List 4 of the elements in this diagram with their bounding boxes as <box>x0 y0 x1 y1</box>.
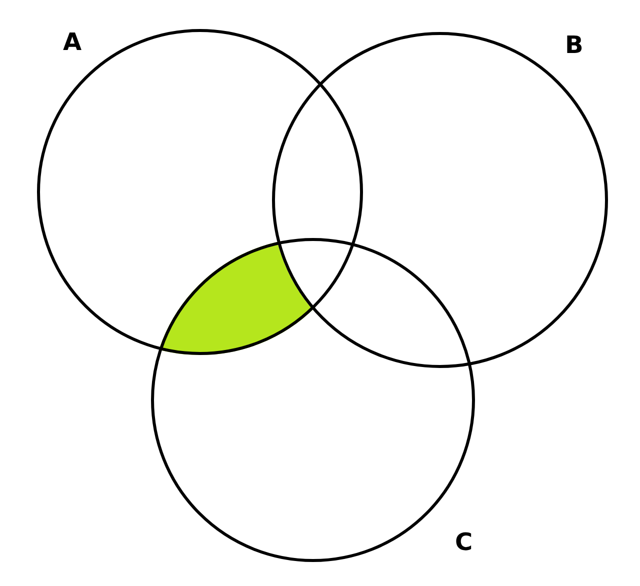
set-label: A <box>63 28 82 56</box>
shaded-region <box>159 242 313 355</box>
set-label: C <box>455 528 473 556</box>
set-label: B <box>565 31 584 59</box>
